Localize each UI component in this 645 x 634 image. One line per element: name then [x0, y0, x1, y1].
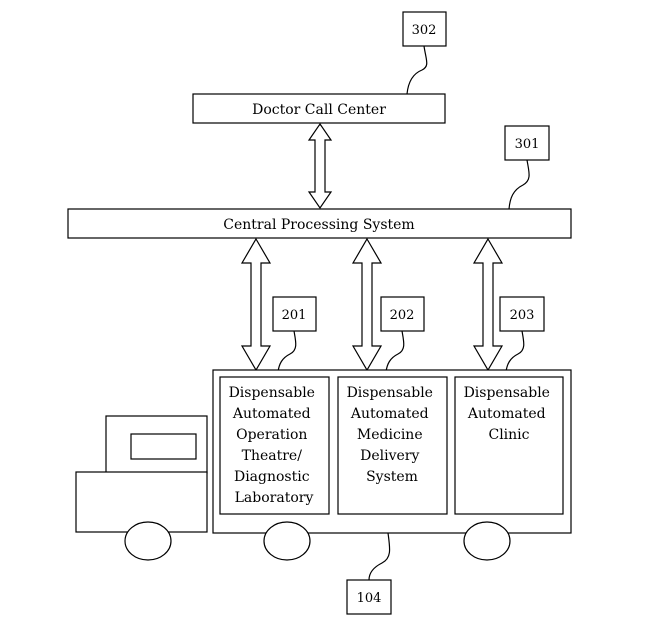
- reference-203-leader: [506, 331, 524, 372]
- double-arrow-call-center-cps: [309, 124, 331, 208]
- vehicle-window: [131, 434, 196, 459]
- reference-201: 201: [273, 297, 316, 372]
- double-arrow-cps-module-3: [474, 239, 502, 370]
- module-1-line: Automated: [232, 406, 311, 422]
- module-operation-theatre: Dispensable Automated Operation Theatre/…: [220, 377, 329, 514]
- module-2-line: Delivery: [360, 448, 419, 464]
- reference-302-leader: [407, 46, 427, 94]
- central-processing-system: Central Processing System: [68, 209, 571, 238]
- vehicle-wheel-rear: [464, 522, 510, 560]
- double-arrow-cps-module-1: [242, 239, 270, 370]
- reference-104: 104: [347, 533, 391, 614]
- double-arrow-cps-module-2: [353, 239, 381, 370]
- reference-203-label: 203: [510, 308, 535, 323]
- reference-202-label: 202: [390, 308, 415, 323]
- doctor-call-center-label: Doctor Call Center: [252, 102, 386, 118]
- module-clinic: Dispensable Automated Clinic: [455, 377, 563, 514]
- doctor-call-center: Doctor Call Center: [193, 94, 445, 123]
- module-3-line: Clinic: [488, 427, 529, 443]
- reference-301-label: 301: [515, 137, 540, 152]
- module-1-line: Laboratory: [235, 490, 314, 506]
- module-2-line: Dispensable: [347, 385, 433, 401]
- module-3-line: Automated: [467, 406, 546, 422]
- vehicle-wheel-front: [125, 522, 171, 560]
- module-medicine-delivery: Dispensable Automated Medicine Delivery …: [338, 377, 447, 514]
- module-2-line: Medicine: [357, 427, 423, 443]
- reference-202: 202: [381, 297, 424, 372]
- reference-302: 302: [403, 12, 446, 94]
- module-1-line: Dispensable: [229, 385, 315, 401]
- module-1-line: Theatre/: [242, 448, 303, 464]
- module-2-line: System: [366, 469, 418, 485]
- reference-201-label: 201: [282, 308, 307, 323]
- module-3-line: Dispensable: [464, 385, 550, 401]
- vehicle-wheel-middle: [264, 522, 310, 560]
- reference-202-leader: [386, 331, 404, 372]
- reference-104-leader: [369, 533, 390, 580]
- reference-302-label: 302: [412, 23, 437, 38]
- reference-201-leader: [278, 331, 296, 372]
- central-processing-system-label: Central Processing System: [223, 217, 414, 233]
- reference-203: 203: [500, 297, 544, 372]
- reference-301: 301: [505, 126, 549, 209]
- module-2-line: Automated: [350, 406, 429, 422]
- reference-104-label: 104: [357, 591, 382, 606]
- module-1-line: Operation: [236, 427, 307, 443]
- reference-301-leader: [509, 160, 529, 209]
- module-1-line: Diagnostic: [234, 469, 310, 485]
